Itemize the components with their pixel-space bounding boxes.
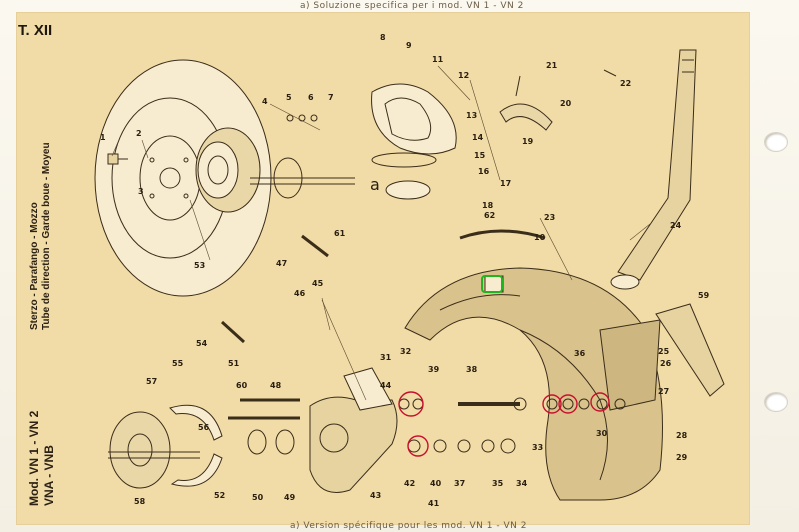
callout: 58 bbox=[134, 497, 146, 506]
callout: 48 bbox=[270, 381, 282, 390]
callout: 26 bbox=[660, 359, 672, 368]
callout: 23 bbox=[544, 213, 555, 222]
callout: 41 bbox=[428, 499, 440, 508]
callout-numbers: 1 2 3 4 5 6 7 8 9 10 11 12 13 14 15 16 1… bbox=[100, 33, 710, 508]
callout: 29 bbox=[676, 453, 688, 462]
callout: 33 bbox=[532, 443, 543, 452]
fork-and-fender bbox=[404, 267, 663, 501]
callout: 20 bbox=[560, 99, 572, 108]
callout: 3 bbox=[138, 187, 144, 196]
callout: 60 bbox=[236, 381, 248, 390]
callout: 56 bbox=[198, 423, 210, 432]
callout: 10 bbox=[534, 233, 546, 242]
callout: 44 bbox=[380, 381, 392, 390]
callout: 52 bbox=[214, 491, 225, 500]
callout: 14 bbox=[472, 133, 484, 142]
callout: 25 bbox=[658, 347, 670, 356]
callout: 46 bbox=[294, 289, 306, 298]
callout: 12 bbox=[458, 71, 469, 80]
callout: 50 bbox=[252, 493, 264, 502]
wheel-hub bbox=[195, 127, 355, 213]
callout: 34 bbox=[516, 479, 528, 488]
red-highlights bbox=[398, 391, 610, 457]
callout: 59 bbox=[698, 291, 710, 300]
callout: 27 bbox=[658, 387, 669, 396]
callout: 21 bbox=[546, 61, 558, 70]
callout: 38 bbox=[466, 365, 478, 374]
callout: 35 bbox=[492, 479, 504, 488]
binder-margin bbox=[756, 0, 799, 532]
green-highlight bbox=[481, 275, 503, 293]
small-parts bbox=[220, 69, 617, 344]
callout: 8 bbox=[380, 33, 386, 42]
callout: 11 bbox=[432, 55, 444, 64]
callout: 42 bbox=[404, 479, 415, 488]
shock-absorber bbox=[655, 303, 725, 397]
steering-column bbox=[610, 49, 697, 290]
callout: 22 bbox=[620, 79, 631, 88]
callout: 62 bbox=[484, 211, 495, 220]
callout: 47 bbox=[276, 259, 287, 268]
callout: 36 bbox=[574, 349, 586, 358]
callout: 2 bbox=[136, 129, 142, 138]
callout: 54 bbox=[196, 339, 208, 348]
callout: 55 bbox=[172, 359, 184, 368]
callout: 5 bbox=[286, 93, 292, 102]
callout: 61 bbox=[334, 229, 346, 238]
callout: 37 bbox=[454, 479, 465, 488]
callout: 39 bbox=[428, 365, 440, 374]
callout: 13 bbox=[466, 111, 477, 120]
plate-code: T. XII bbox=[18, 22, 53, 39]
inset-letter: a bbox=[370, 175, 380, 194]
callout: 1 bbox=[100, 133, 106, 142]
brake-backing-plate bbox=[108, 404, 223, 489]
callout: 18 bbox=[482, 201, 494, 210]
axle-shafts bbox=[228, 398, 300, 455]
callout: 51 bbox=[228, 359, 240, 368]
fork-link-housing bbox=[309, 367, 398, 493]
fender-inset bbox=[371, 83, 553, 240]
callout: 15 bbox=[474, 151, 486, 160]
callout: 31 bbox=[380, 353, 392, 362]
callout: 24 bbox=[670, 221, 682, 230]
callout: 17 bbox=[500, 179, 511, 188]
callout: 19 bbox=[522, 137, 534, 146]
note-bottom: a) Version spécifique pour les mod. VN 1… bbox=[290, 521, 527, 531]
callout: 16 bbox=[478, 167, 490, 176]
callout: 57 bbox=[146, 377, 157, 386]
callout: 7 bbox=[328, 93, 334, 102]
callout: 40 bbox=[430, 479, 442, 488]
callout: 28 bbox=[676, 431, 688, 440]
callout: 43 bbox=[370, 491, 381, 500]
callout: 9 bbox=[406, 41, 412, 50]
punch-hole bbox=[764, 392, 788, 412]
callout: 45 bbox=[312, 279, 324, 288]
callout: 6 bbox=[308, 93, 314, 102]
leader-lines bbox=[111, 65, 651, 401]
note-top: a) Soluzione specifica per i mod. VN 1 -… bbox=[300, 1, 524, 11]
callout: 49 bbox=[284, 493, 296, 502]
bearing-row bbox=[398, 397, 626, 454]
callout: 4 bbox=[262, 97, 268, 106]
callout: 53 bbox=[194, 261, 205, 270]
callout: 32 bbox=[400, 347, 411, 356]
punch-hole bbox=[764, 132, 788, 152]
callout: 30 bbox=[596, 429, 608, 438]
